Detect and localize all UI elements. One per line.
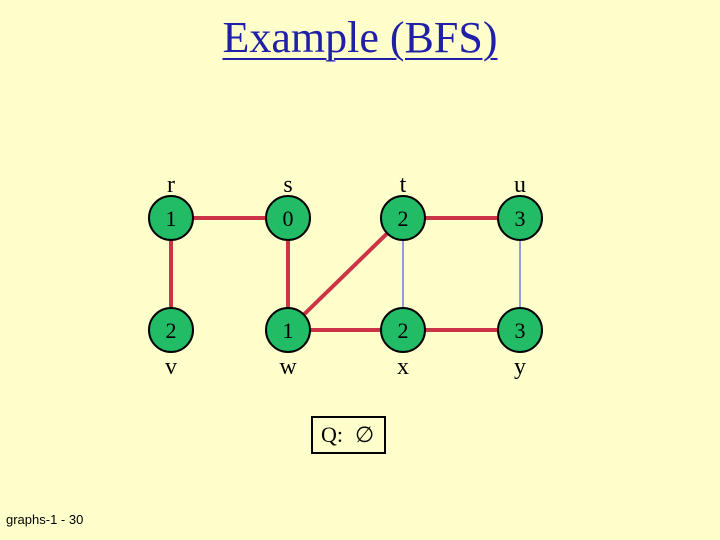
vertex-y: 3: [497, 307, 543, 353]
vertex-u-name: u: [514, 172, 526, 198]
vertex-y-distance: 3: [515, 318, 526, 343]
vertex-w: 1: [265, 307, 311, 353]
vertex-r-distance: 1: [166, 206, 177, 231]
vertex-v-distance: 2: [166, 318, 177, 343]
queue-contents: ∅: [355, 422, 375, 447]
vertex-u-circle: [497, 195, 543, 241]
vertex-t-name: t: [399, 172, 407, 198]
vertex-s: 0: [265, 195, 311, 241]
vertex-t-distance: 2: [398, 206, 409, 231]
vertex-y-name: y: [514, 354, 526, 380]
bfs-queue-box: Q: ∅: [311, 416, 386, 454]
queue-label: Q:: [321, 422, 343, 447]
vertex-v-name: v: [165, 354, 177, 380]
edge-w-t: [286, 216, 405, 332]
vertex-r: 1: [148, 195, 194, 241]
vertex-y-circle: [497, 307, 543, 353]
edges-layer: [169, 216, 521, 332]
vertex-w-circle: [265, 307, 311, 353]
vertex-x-circle: [380, 307, 426, 353]
vertex-s-circle: [265, 195, 311, 241]
vertex-x-distance: 2: [398, 318, 409, 343]
nodes-layer: 1 0 2 3 2 1 2 3: [148, 195, 543, 353]
vertex-x-name: x: [397, 354, 409, 380]
slide-footer: graphs-1 - 30: [6, 512, 84, 527]
vertex-u: 3: [497, 195, 543, 241]
vertex-w-distance: 1: [283, 318, 294, 343]
vertex-r-circle: [148, 195, 194, 241]
vertex-t-circle: [380, 195, 426, 241]
vertex-x: 2: [380, 307, 426, 353]
vertex-r-name: r: [167, 172, 175, 198]
vertex-t: 2: [380, 195, 426, 241]
vertex-u-distance: 3: [515, 206, 526, 231]
vertex-s-name: s: [283, 172, 293, 198]
vertex-v: 2: [148, 307, 194, 353]
vertex-w-name: w: [279, 354, 297, 380]
vertex-v-circle: [148, 307, 194, 353]
vertex-s-distance: 0: [283, 206, 294, 231]
slide-title: Example (BFS): [222, 13, 498, 62]
